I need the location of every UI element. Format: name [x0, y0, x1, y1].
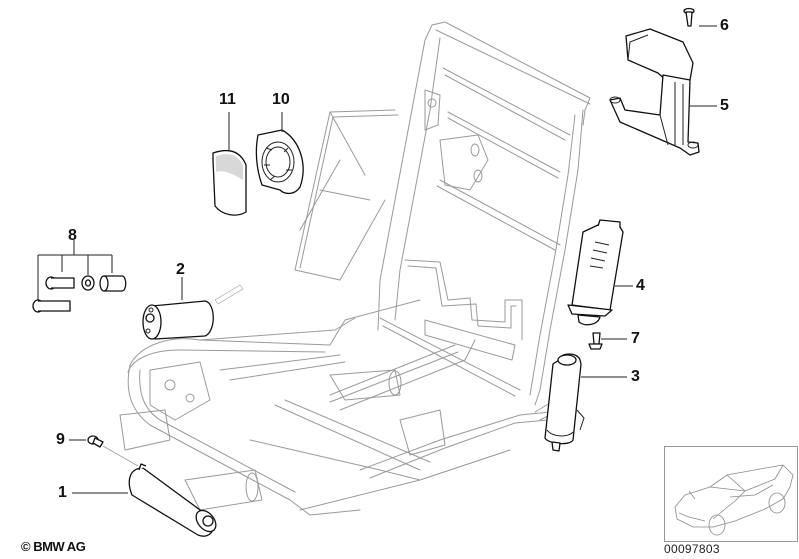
callout-3[interactable]: 3 — [631, 368, 640, 385]
car-overview-icon — [674, 464, 794, 536]
part-1-motor — [128, 463, 217, 537]
car-thumbnail[interactable] — [664, 446, 798, 542]
part-2-motor — [142, 300, 214, 340]
callout-8[interactable]: 8 — [68, 227, 77, 244]
callout-6[interactable]: 6 — [720, 17, 729, 34]
part-9-screw — [87, 435, 104, 448]
callout-4[interactable]: 4 — [636, 277, 645, 294]
callout-2[interactable]: 2 — [176, 261, 185, 278]
part-3-motor — [544, 353, 585, 452]
document-number: 00097803 — [664, 542, 720, 556]
part-6-screw — [683, 7, 695, 27]
seat-base-frame — [119, 284, 561, 516]
callout-10[interactable]: 10 — [272, 91, 290, 108]
copyright-label: © BMW AG — [21, 539, 86, 554]
callout-11[interactable]: 11 — [219, 91, 236, 108]
part-11-pad — [212, 149, 247, 216]
part-5-headrest-bracket — [609, 28, 700, 156]
part-7-screw — [588, 332, 603, 350]
callout-7[interactable]: 7 — [631, 330, 640, 347]
callout-9[interactable]: 9 — [56, 431, 65, 448]
callout-5[interactable]: 5 — [720, 97, 729, 114]
callout-1[interactable]: 1 — [58, 484, 67, 501]
seat-backrest-frame — [294, 21, 591, 406]
part-10-grommet-ring — [255, 129, 304, 195]
leader-lines — [69, 25, 717, 494]
part-8-hardware-kit — [32, 240, 127, 313]
part-4-motor — [568, 220, 624, 326]
